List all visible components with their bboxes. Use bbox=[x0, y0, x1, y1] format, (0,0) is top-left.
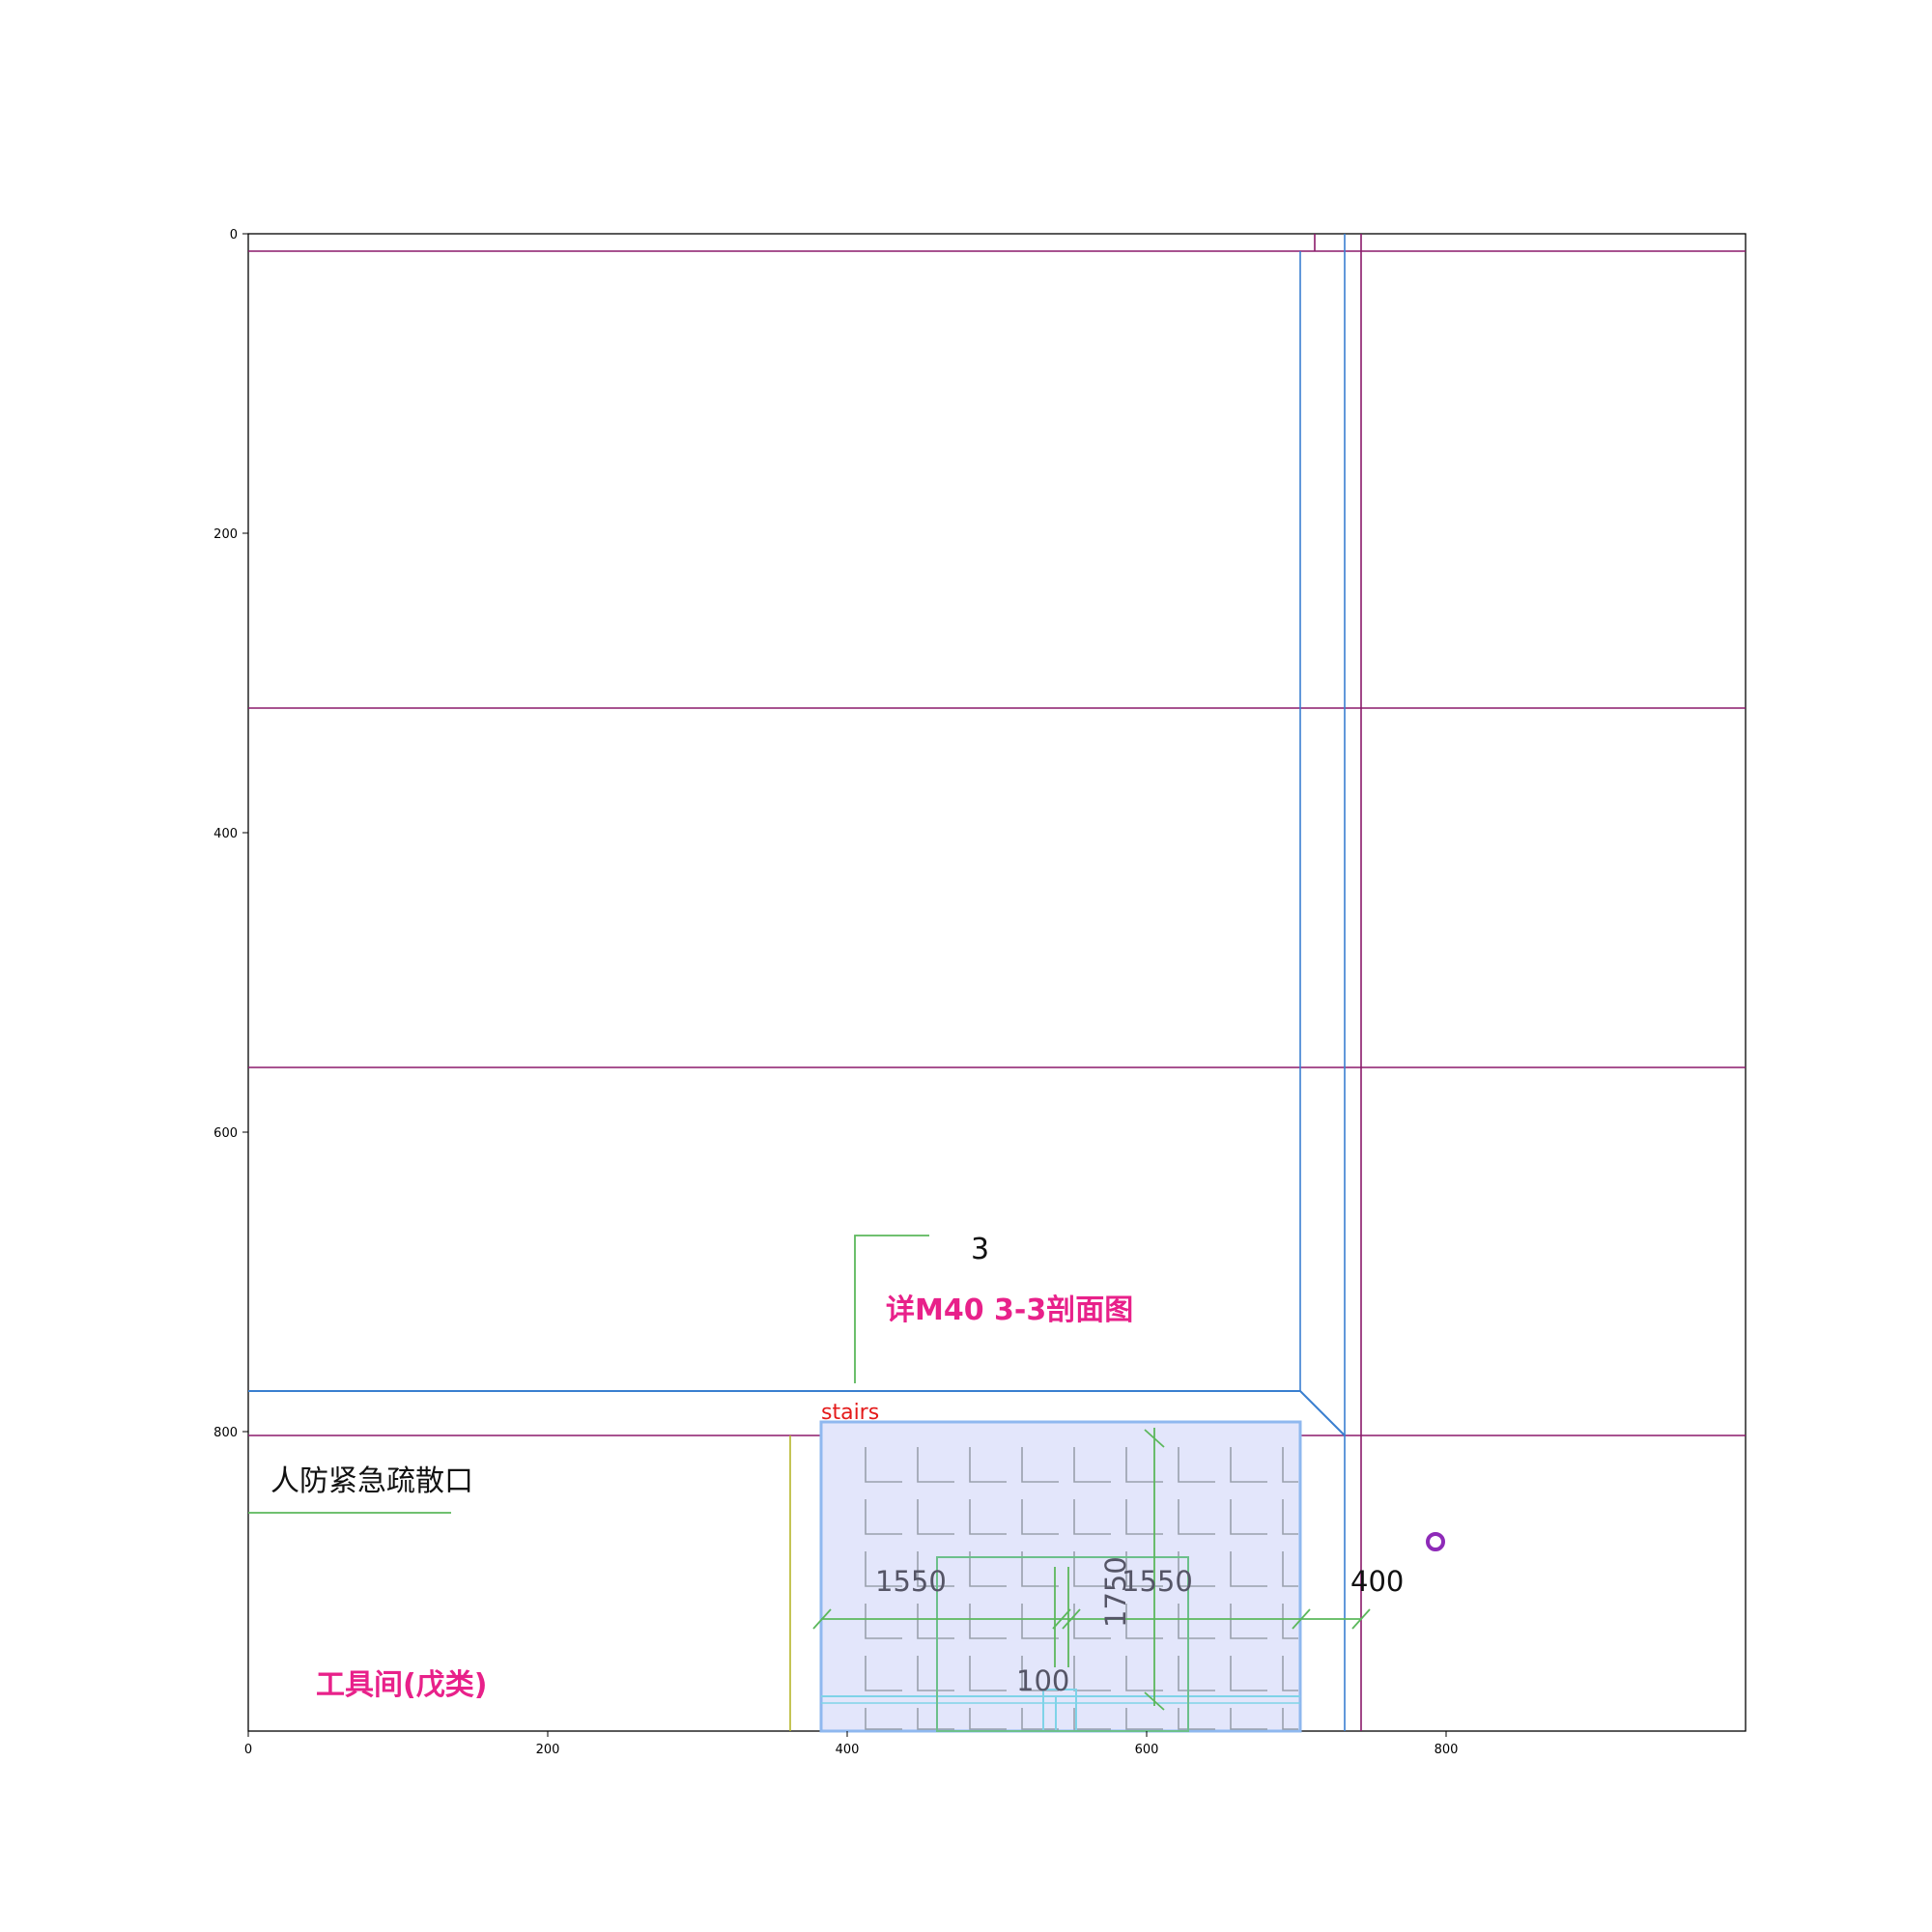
stair-tile bbox=[917, 1551, 954, 1587]
stair-tile bbox=[1230, 1551, 1267, 1587]
stair-tile bbox=[969, 1708, 1007, 1730]
stair-tile bbox=[1073, 1708, 1111, 1730]
stair-tile bbox=[865, 1499, 902, 1535]
y-tick-label: 0 bbox=[230, 228, 238, 242]
stair-tile bbox=[917, 1447, 954, 1483]
stair-tile bbox=[1073, 1551, 1111, 1587]
dimension-lines bbox=[248, 1235, 1371, 1711]
section-marker-line bbox=[854, 1235, 929, 1383]
stair-tile bbox=[865, 1656, 902, 1691]
section-number-label: 3 bbox=[971, 1233, 989, 1266]
stair-tile bbox=[1021, 1447, 1059, 1483]
stair-tile bbox=[1125, 1656, 1163, 1691]
stair-tile bbox=[1230, 1499, 1267, 1535]
stair-tile bbox=[1282, 1447, 1298, 1483]
stair-tile bbox=[1125, 1708, 1163, 1730]
x-tick-label: 600 bbox=[1135, 1743, 1159, 1757]
dimension-label: 400 bbox=[1350, 1565, 1404, 1598]
stair-tile bbox=[1021, 1551, 1059, 1587]
y-tick-label: 800 bbox=[213, 1426, 238, 1440]
stair-tile bbox=[969, 1499, 1007, 1535]
x-tick-label: 200 bbox=[536, 1743, 560, 1757]
stair-tile bbox=[1178, 1447, 1215, 1483]
stair-tile bbox=[1282, 1499, 1298, 1535]
y-tick-label: 600 bbox=[213, 1126, 238, 1141]
dim-tick bbox=[1292, 1608, 1311, 1630]
x-tick-label: 400 bbox=[836, 1743, 860, 1757]
stair-tile bbox=[1125, 1604, 1163, 1639]
stairs-region bbox=[819, 1420, 1302, 1733]
stair-tile bbox=[917, 1499, 954, 1535]
x-axis: 0 200 400 600 800 bbox=[244, 1731, 1459, 1757]
y-tick-label: 400 bbox=[213, 827, 238, 841]
stair-tile bbox=[1073, 1447, 1111, 1483]
section-reference-label: 详M40 3-3剖面图 bbox=[886, 1293, 1133, 1327]
y-tick-label: 200 bbox=[213, 527, 238, 542]
dimension-label: 100 bbox=[1016, 1664, 1069, 1697]
location-marker-icon bbox=[1426, 1532, 1445, 1551]
stair-tile bbox=[1178, 1656, 1215, 1691]
stair-tile bbox=[865, 1551, 902, 1587]
dim-tick bbox=[1351, 1608, 1371, 1630]
dim-tick bbox=[812, 1608, 832, 1630]
wall-line-diagonal bbox=[1299, 1390, 1346, 1436]
tool-room-label: 工具间(戊类) bbox=[316, 1668, 487, 1702]
stair-tile bbox=[865, 1604, 902, 1639]
stair-tile bbox=[1282, 1656, 1298, 1691]
stair-tile bbox=[1178, 1604, 1215, 1639]
stair-tile bbox=[1125, 1551, 1163, 1587]
stair-tile bbox=[969, 1447, 1007, 1483]
stair-tile bbox=[969, 1551, 1007, 1587]
stair-tile bbox=[1125, 1447, 1163, 1483]
stair-tile bbox=[969, 1656, 1007, 1691]
dimension-label: 1550 bbox=[1122, 1565, 1193, 1598]
stair-tile bbox=[969, 1604, 1007, 1639]
stair-tile bbox=[1230, 1708, 1267, 1730]
stair-tile bbox=[1230, 1656, 1267, 1691]
stair-tile bbox=[1178, 1708, 1215, 1730]
evacuation-exit-label: 人防紧急疏散口 bbox=[270, 1464, 473, 1498]
stairs-label: stairs bbox=[821, 1401, 879, 1425]
stair-tile bbox=[1230, 1604, 1267, 1639]
x-tick-label: 0 bbox=[244, 1743, 252, 1757]
dim-tick bbox=[1144, 1429, 1165, 1448]
dimension-label-vertical: 1750 bbox=[1099, 1556, 1132, 1628]
stair-tile bbox=[1282, 1708, 1298, 1730]
x-tick-label: 800 bbox=[1435, 1743, 1459, 1757]
stair-tile bbox=[917, 1604, 954, 1639]
dim-tick bbox=[1144, 1691, 1165, 1711]
stair-tile bbox=[1178, 1551, 1215, 1587]
dim-tick bbox=[1062, 1608, 1081, 1630]
stair-tile bbox=[917, 1656, 954, 1691]
stair-tile bbox=[1021, 1604, 1059, 1639]
stairs-box bbox=[819, 1420, 1302, 1733]
stair-tile bbox=[1230, 1447, 1267, 1483]
stair-tile bbox=[865, 1708, 902, 1730]
stair-tile bbox=[1282, 1604, 1298, 1639]
stair-tile bbox=[1125, 1499, 1163, 1535]
dimension-label: 1550 bbox=[875, 1565, 947, 1598]
y-axis: 0 200 400 600 800 bbox=[213, 228, 248, 1440]
dim-tick bbox=[1052, 1608, 1071, 1630]
stair-tile bbox=[1073, 1499, 1111, 1535]
stair-tile bbox=[1021, 1708, 1059, 1730]
stair-tile bbox=[865, 1447, 902, 1483]
stair-tile bbox=[1178, 1499, 1215, 1535]
stair-tile bbox=[917, 1708, 954, 1730]
stairs-inner-rect bbox=[936, 1556, 1189, 1732]
stair-tile bbox=[1282, 1551, 1298, 1587]
stair-tile bbox=[1021, 1499, 1059, 1535]
